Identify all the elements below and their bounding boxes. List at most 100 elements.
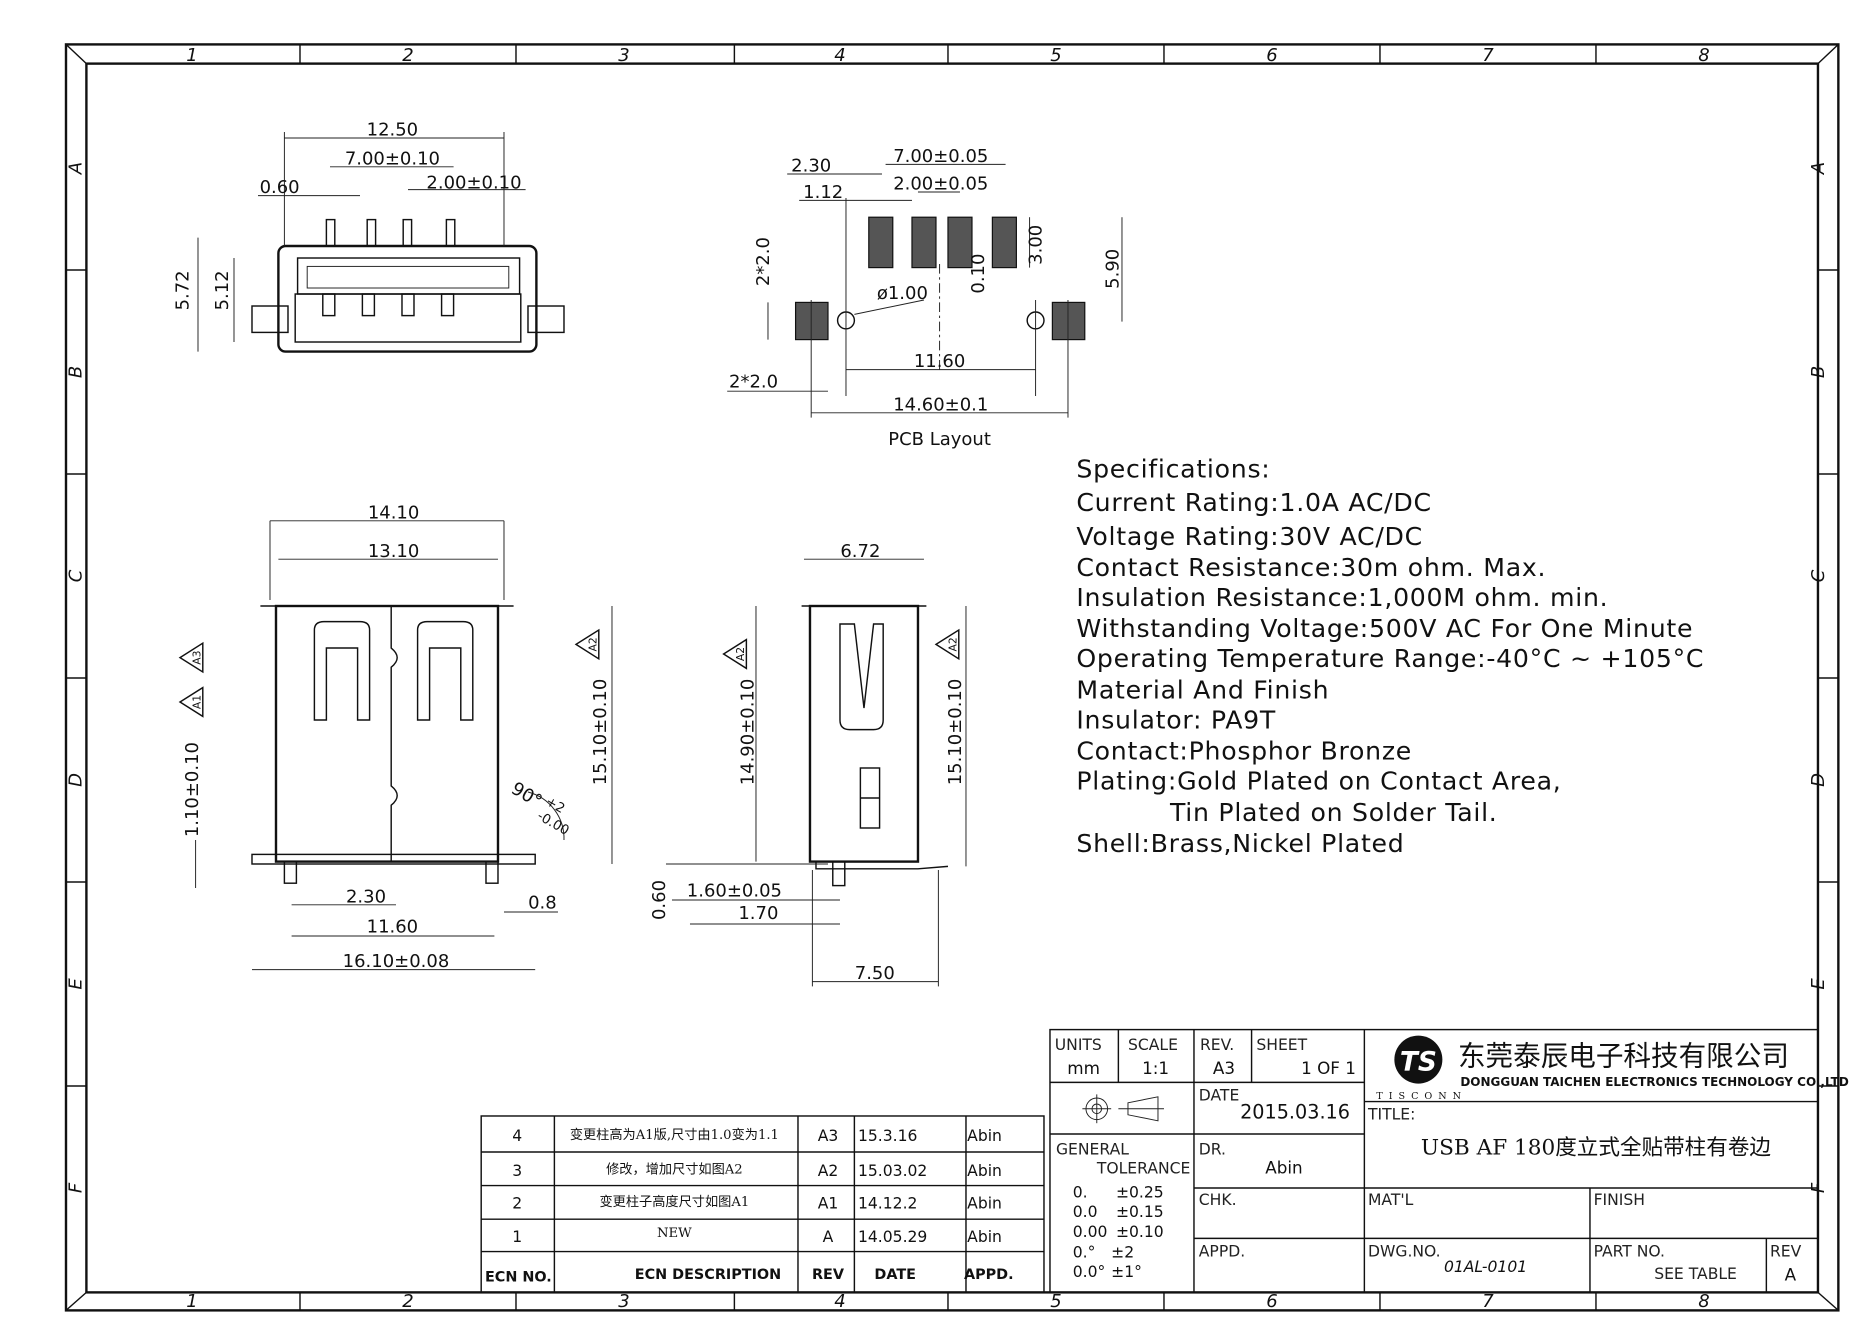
svg-text:0.: 0.	[1073, 1184, 1088, 1202]
dim-label: 3.00	[1026, 225, 1047, 265]
svg-text:0.°: 0.°	[1073, 1244, 1096, 1262]
zone-row: D	[66, 773, 87, 787]
svg-text:变更柱子高度尺寸如图A1: 变更柱子高度尺寸如图A1	[599, 1193, 749, 1210]
side-view: 14.10 13.10 1.10±0.10 15.10±0.10 90° +2 …	[178, 502, 613, 972]
zone-row: D	[1808, 773, 1829, 787]
zone-col: 8	[1698, 1291, 1709, 1312]
zone-row: B	[1808, 366, 1829, 378]
sheet-label: SHEET	[1256, 1036, 1307, 1054]
svg-text:ECN NO.: ECN NO.	[485, 1270, 552, 1286]
tolerance-label: TOLERANCE	[1096, 1160, 1191, 1178]
revision-row: 1 NEW A 14.05.29 Abin	[512, 1226, 1002, 1246]
zone-row: A	[66, 162, 87, 175]
svg-text:DATE: DATE	[874, 1267, 916, 1283]
zone-col: 7	[1482, 45, 1494, 66]
spec-line: Withstanding Voltage:500V AC For One Min…	[1076, 614, 1693, 643]
material-label: MAT'L	[1368, 1191, 1414, 1209]
svg-text:±0.10: ±0.10	[1116, 1223, 1164, 1241]
zone-col: 7	[1482, 1291, 1494, 1312]
dim-label: 1.10±0.10	[182, 742, 203, 837]
date-value: 2015.03.16	[1240, 1100, 1350, 1123]
svg-text:A3: A3	[190, 650, 203, 664]
zone-row: B	[66, 366, 87, 378]
svg-text:Abin: Abin	[967, 1127, 1002, 1145]
svg-text:REV: REV	[812, 1267, 845, 1283]
spec-line: Current Rating:1.0A AC/DC	[1076, 488, 1431, 517]
dim-label: 7.50	[855, 963, 895, 984]
revision-marker-a2: A2	[934, 628, 960, 661]
zone-col: 1	[186, 45, 197, 66]
dim-label: 7.00±0.05	[893, 146, 988, 167]
dim-label: 16.10±0.08	[343, 951, 450, 972]
spec-line: Voltage Rating:30V AC/DC	[1076, 522, 1423, 551]
spec-line: Contact Resistance:30m ohm. Max.	[1076, 553, 1546, 582]
zone-row: C	[66, 569, 87, 582]
dim-label: 15.10±0.10	[945, 679, 966, 786]
revision-row: 4 变更柱高为A1版,尺寸由1.0变为1.1 A3 15.3.16 Abin	[512, 1126, 1002, 1145]
pcb-layout-caption: PCB Layout	[888, 429, 991, 450]
svg-text:A1: A1	[190, 695, 203, 709]
dim-label: 12.50	[367, 120, 419, 141]
svg-text:Abin: Abin	[967, 1228, 1002, 1246]
svg-text:TISCONN: TISCONN	[1376, 1091, 1467, 1102]
dim-label: 0.60	[649, 880, 670, 920]
zone-col: 5	[1050, 1291, 1061, 1312]
dim-label: 2*2.0	[729, 372, 778, 393]
front-view: 12.50 7.00±0.10 0.60 2.00±0.10 5.72 5.12	[172, 120, 565, 353]
pcb-layout-view: 2.30 7.00±0.05 1.12 2.00±0.05 2*2.0 ø1.0…	[727, 146, 1123, 450]
dim-label: 5.72	[172, 270, 193, 310]
units-value: mm	[1067, 1058, 1100, 1078]
angle-tol-lower: -0.00	[534, 809, 571, 839]
appd-label: APPD.	[1199, 1242, 1245, 1260]
svg-text:TS: TS	[1400, 1047, 1437, 1077]
dim-label: 14.90±0.10	[738, 679, 759, 786]
rev-label: REV.	[1200, 1036, 1234, 1054]
revision-marker-a1: A1	[178, 686, 204, 718]
company-name-cn: 东莞泰辰电子科技有限公司	[1458, 1040, 1789, 1073]
dim-label: 1.60±0.05	[687, 880, 782, 901]
spec-line: Operating Temperature Range:-40°C ~ +105…	[1076, 644, 1704, 673]
revision-row: 2 变更柱子高度尺寸如图A1 A1 14.12.2 Abin	[512, 1193, 1002, 1212]
revision-table: 4 变更柱高为A1版,尺寸由1.0变为1.1 A3 15.3.16 Abin 3…	[480, 1115, 1045, 1294]
svg-text:A2: A2	[818, 1162, 839, 1180]
svg-text:A2: A2	[586, 637, 599, 651]
dim-label: 14.60±0.1	[893, 394, 988, 415]
spec-line: Insulation Resistance:1,000M ohm. min.	[1076, 583, 1608, 612]
scale-label: SCALE	[1128, 1036, 1178, 1054]
finish-label: FINISH	[1594, 1191, 1645, 1209]
scale-value: 1:1	[1142, 1058, 1169, 1078]
spec-line: Tin Plated on Solder Tail.	[1169, 798, 1498, 827]
zone-col: 6	[1266, 1291, 1277, 1312]
revision-marker-a3: A3	[178, 641, 204, 674]
svg-text:Abin: Abin	[967, 1194, 1002, 1212]
date-label: DATE	[1199, 1086, 1240, 1104]
zone-row: F	[66, 1182, 87, 1193]
svg-text:0.0: 0.0	[1073, 1203, 1098, 1221]
dim-label: 11.60	[367, 916, 419, 937]
spec-line: Insulator: PA9T	[1076, 705, 1276, 734]
svg-text:14.05.29: 14.05.29	[858, 1228, 927, 1246]
svg-text:0.0°: 0.0°	[1073, 1263, 1106, 1281]
zone-col: 1	[186, 1291, 197, 1312]
svg-text:0.00: 0.00	[1073, 1223, 1108, 1241]
rev-value: A3	[1213, 1058, 1235, 1078]
svg-text:修改，增加尺寸如图A2: 修改，增加尺寸如图A2	[606, 1162, 743, 1178]
dim-label: 14.10	[368, 502, 420, 523]
svg-text:NEW: NEW	[657, 1226, 692, 1241]
dim-label: 2.30	[346, 886, 386, 907]
dim-label: 5.12	[212, 270, 233, 310]
dim-label: 13.10	[368, 541, 420, 562]
zone-col: 2	[402, 1291, 413, 1312]
chk-label: CHK.	[1199, 1191, 1237, 1209]
specifications: Specifications: Current Rating:1.0A AC/D…	[1076, 455, 1704, 858]
revision-marker-a2: A2	[722, 638, 748, 670]
dim-label: 15.10±0.10	[590, 679, 611, 786]
tolerance-list: 0.±0.25 0.0±0.15 0.00±0.10 0.°±2 0.0°±1°	[1073, 1184, 1164, 1281]
spec-heading: Specifications:	[1076, 455, 1270, 484]
svg-text:±2: ±2	[1111, 1244, 1134, 1262]
svg-text:APPD.: APPD.	[964, 1267, 1014, 1283]
zone-labels: 1 2 3 4 5 6 7 8 1 2 3 4 5 6 7 8 A B C D …	[66, 45, 1829, 1312]
spec-line: Material And Finish	[1076, 675, 1329, 704]
zone-col: 3	[618, 1291, 629, 1312]
svg-text:±1°: ±1°	[1111, 1263, 1142, 1281]
